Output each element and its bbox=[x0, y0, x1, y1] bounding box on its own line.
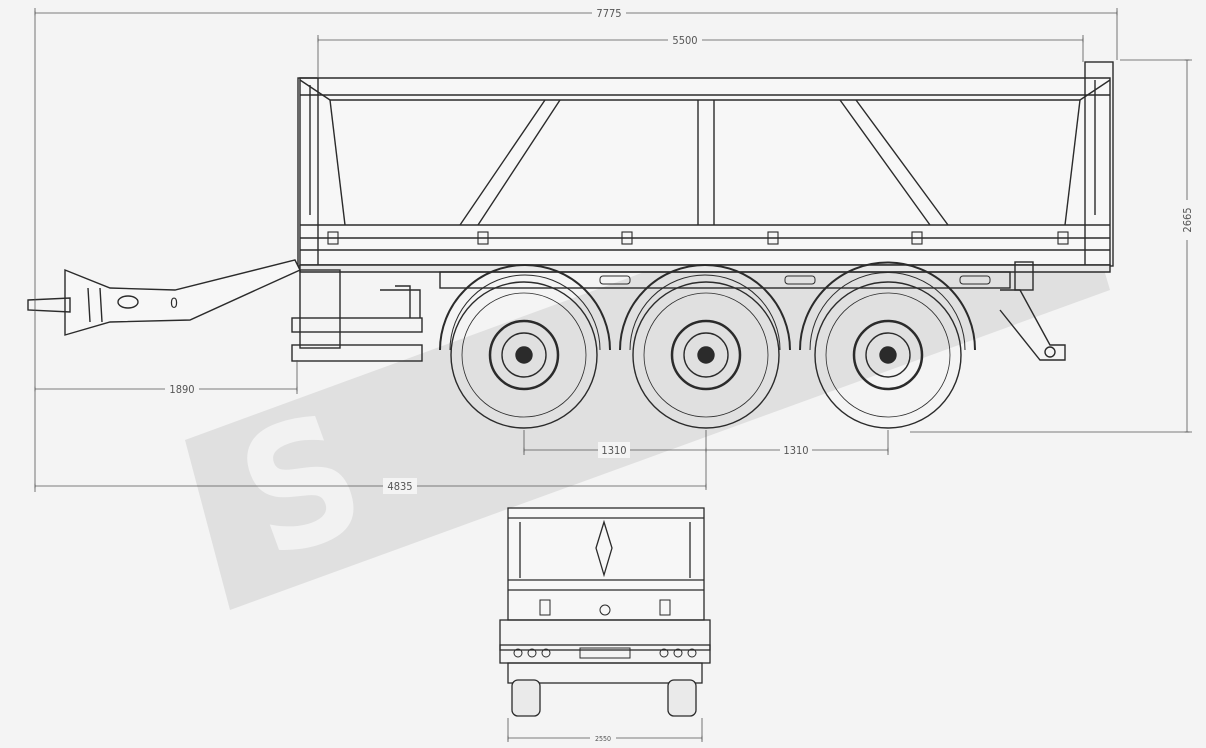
dim-height: 2665 bbox=[1181, 207, 1194, 232]
dim-overall-length: 7775 bbox=[596, 7, 621, 20]
side-view: 0 bbox=[27, 61, 1114, 429]
tow-eye-label: 0 bbox=[170, 296, 178, 312]
mudguards bbox=[439, 261, 976, 351]
chassis bbox=[291, 261, 1111, 362]
dim-coupling-to-axle: 4835 bbox=[387, 480, 412, 493]
wheel-3 bbox=[814, 281, 962, 429]
dim-axle-spacing-1: 1310 bbox=[601, 444, 626, 457]
dimension-labels: 7775 5500 2665 1890 1310 1310 4835 2550 bbox=[165, 5, 1195, 743]
tipper-body bbox=[297, 61, 1114, 267]
dim-width: 2550 bbox=[595, 735, 611, 743]
dim-body-length: 5500 bbox=[672, 34, 697, 47]
dim-drawbar-length: 1890 bbox=[169, 383, 194, 396]
wheel-2 bbox=[632, 281, 780, 429]
wheel-1 bbox=[450, 281, 598, 429]
drawbar: 0 bbox=[27, 259, 301, 336]
rear-view bbox=[499, 507, 711, 742]
dim-axle-spacing-2: 1310 bbox=[783, 444, 808, 457]
